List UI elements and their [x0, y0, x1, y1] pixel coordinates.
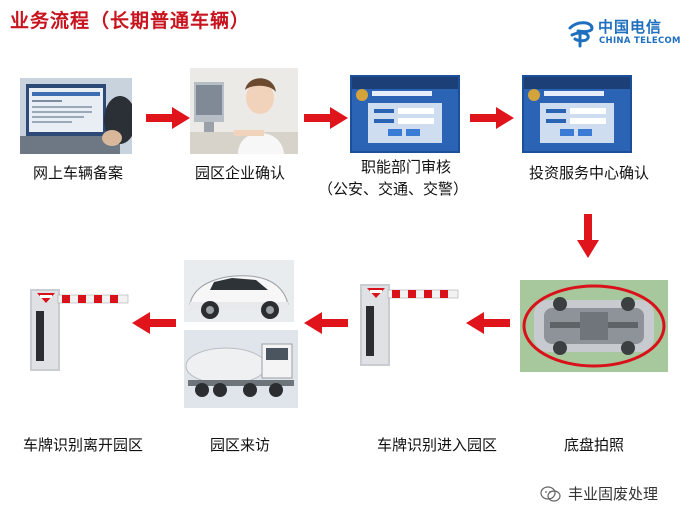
step-8-photo: [22, 285, 130, 375]
laptop-operator-image: [20, 78, 132, 154]
step-8-label: 车牌识别离开园区: [22, 436, 143, 454]
step-2-label: 园区企业确认: [194, 164, 285, 182]
login-screen-image: [350, 75, 460, 153]
watermark: 丰业固废处理: [540, 483, 658, 504]
office-worker-image: [190, 68, 298, 154]
step-6-label: 车牌识别进入园区: [376, 436, 497, 454]
logo-english-text: CHINA TELECOM: [599, 36, 681, 46]
step-1-label: 网上车辆备案: [32, 164, 123, 182]
arrow-left-1: [466, 312, 510, 334]
chassis-scan-image: [520, 280, 668, 372]
step-3-photo: [350, 75, 460, 153]
arrow-left-2: [304, 312, 348, 334]
suv-and-tanker-truck-image: [184, 260, 298, 408]
step-5-photo: [520, 280, 668, 372]
arrow-right-3: [470, 107, 514, 129]
logo-chinese-text: 中国电信: [598, 18, 663, 36]
page-title: 业务流程（长期普通车辆）: [10, 10, 251, 32]
barrier-gate-image-2: [30, 289, 129, 371]
wechat-icon: [540, 485, 561, 502]
china-telecom-logo: 中国电信 CHINA TELECOM: [566, 16, 694, 52]
step-3-label: 职能部门审核: [360, 158, 451, 176]
step-7-label: 园区来访: [209, 436, 270, 454]
step-4-photo: [522, 75, 632, 153]
barrier-gate-image: [360, 284, 459, 366]
step-1-photo: [20, 78, 132, 154]
step-2-photo: [190, 68, 298, 154]
arrow-right-1: [146, 107, 190, 129]
step-3-sublabel: （公安、交通、交警）: [318, 180, 469, 198]
arrow-down: [577, 214, 599, 258]
step-6-photo: [352, 280, 460, 370]
arrow-left-3: [132, 312, 176, 334]
watermark-text: 丰业固废处理: [568, 485, 659, 503]
arrow-right-2: [304, 107, 348, 129]
step-5-label: 底盘拍照: [563, 436, 624, 454]
telecom-swirl-icon: [568, 21, 594, 48]
login-screen-image-2: [522, 75, 632, 153]
step-7-photo: [180, 260, 300, 408]
step-4-label: 投资服务中心确认: [528, 164, 649, 182]
